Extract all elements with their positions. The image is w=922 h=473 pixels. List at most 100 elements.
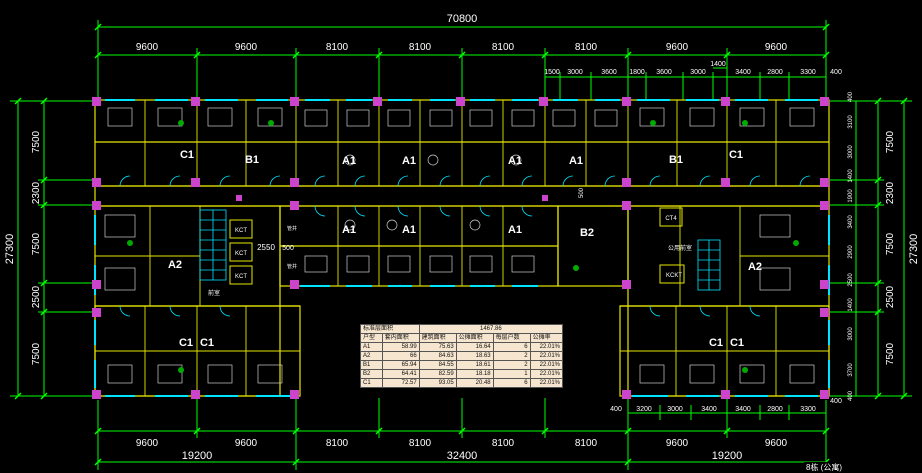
dim-right-detail: 1900 — [848, 189, 854, 203]
dim-bottom-detail: 3400 — [701, 406, 717, 413]
dimension-ticks — [14, 23, 908, 466]
dim-top-1400: 1400 — [710, 61, 726, 68]
unit-label: A1 — [402, 155, 416, 167]
dim-overall-depth: 27300 — [4, 234, 16, 265]
stair-core-left — [199, 209, 227, 281]
dim-bottom-400: 400 — [830, 398, 842, 405]
dim-top-400: 400 — [830, 69, 842, 76]
lift-label: KCT — [235, 228, 247, 234]
dim-center-500: 500 — [282, 245, 294, 252]
dim-top-detail: 3300 — [800, 69, 816, 76]
table-row: B1 65.94 84.55 18.61 2 22.01% — [360, 360, 564, 370]
unit-label: B2 — [580, 227, 594, 239]
dim-top-span: 8100 — [409, 42, 432, 53]
room-label: 公用前室 — [668, 244, 692, 252]
table-cell: A1 — [360, 342, 383, 352]
table-cell: 18.61 — [455, 360, 494, 370]
lift-label: KCT — [235, 274, 247, 280]
unit-label: C1 — [709, 337, 723, 349]
area-table-header: 建筑面积 — [418, 333, 457, 343]
dim-bottom-span: 9600 — [666, 438, 689, 449]
dim-right-detail: 400 — [848, 390, 854, 401]
dim-top-detail: 1500 — [544, 69, 560, 76]
table-row: C1 72.57 93.05 20.48 6 22.01% — [360, 378, 564, 388]
dim-left-side: 2300 — [31, 181, 42, 204]
dim-top-detail: 3600 — [601, 69, 617, 76]
table-cell: 84.55 — [418, 360, 457, 370]
dim-center-500b: 500 — [579, 187, 585, 198]
dim-bottom-span: 8100 — [409, 438, 432, 449]
dim-top-span: 9600 — [235, 42, 258, 53]
area-table-header: 套内面积 — [381, 333, 420, 343]
dim-left-side: 7500 — [31, 130, 42, 153]
dim-right-detail: 2500 — [848, 273, 854, 287]
dim-center-2550: 2550 — [257, 243, 275, 252]
building-label: 8栋 (公寓) — [804, 462, 844, 473]
dim-right-detail: 2900 — [848, 245, 854, 259]
unit-label: A1 — [569, 155, 583, 167]
area-table-header: 公摊面积 — [455, 333, 494, 343]
stair-core-right — [697, 239, 721, 291]
table-cell: 16.64 — [455, 342, 494, 352]
table-cell: 75.63 — [418, 342, 457, 352]
core-right-label: KCKT — [666, 273, 682, 279]
dim-left-side: 7500 — [31, 342, 42, 365]
dim-right-detail: 3000 — [848, 145, 854, 159]
lift-shafts-right — [659, 207, 685, 284]
dim-top-span: 9600 — [136, 42, 159, 53]
internal-partitions — [95, 100, 829, 396]
dim-bottom-span: 9600 — [136, 438, 159, 449]
dim-top-detail: 1800 — [629, 69, 645, 76]
dim-right-detail: 3100 — [848, 115, 854, 129]
dim-bottom-span: 9600 — [235, 438, 258, 449]
unit-labels: C1 B1 A1 A1 A1 A1 B1 C1 A1 A1 A1 B2 A2 A… — [168, 149, 762, 349]
table-row: B2 64.41 82.59 18.18 1 22.01% — [360, 369, 564, 379]
dim-bottom-span: 9600 — [765, 438, 788, 449]
shaft-label: 管井 — [287, 225, 297, 232]
dim-right-detail: 1400 — [848, 298, 854, 312]
table-cell: C1 — [360, 378, 383, 388]
table-cell: A2 — [360, 351, 383, 361]
dim-bottom-detail: 400 — [610, 406, 622, 413]
unit-label: B1 — [245, 154, 259, 166]
dim-right-detail: 3700 — [848, 363, 854, 377]
dim-bottom-span: 8100 — [326, 438, 349, 449]
table-cell: 1 — [492, 369, 531, 379]
unit-label: C1 — [180, 149, 194, 161]
area-table-total: 1467.86 — [418, 324, 564, 334]
table-row: A1 58.99 75.63 16.64 6 22.01% — [360, 342, 564, 352]
unit-label: C1 — [179, 337, 193, 349]
dim-top-span: 8100 — [326, 42, 349, 53]
table-cell: B1 — [360, 360, 383, 370]
dim-bottom-span: 8100 — [575, 438, 598, 449]
table-cell: 64.41 — [381, 369, 420, 379]
dim-bottom-group: 19200 — [712, 450, 743, 462]
columns — [92, 97, 829, 399]
unit-label: A2 — [748, 261, 762, 273]
table-cell: 82.59 — [418, 369, 457, 379]
plants — [127, 120, 799, 373]
area-table-header: 公摊率 — [529, 333, 564, 343]
unit-label: B1 — [669, 154, 683, 166]
table-cell: 6 — [492, 342, 531, 352]
dim-right-side: 7500 — [885, 342, 896, 365]
table-cell: B2 — [360, 369, 383, 379]
table-cell: 22.01% — [529, 369, 564, 379]
core-labels: KCT KCT KCT 管井 管井 前室 CT4 KCKT 公用前室 — [208, 216, 692, 297]
core-right-label: CT4 — [665, 216, 677, 222]
table-cell: 72.57 — [381, 378, 420, 388]
table-cell: 2 — [492, 360, 531, 370]
area-table-title-row: 标准层面积 1467.86 — [360, 324, 564, 334]
shaft-label: 管井 — [287, 263, 297, 270]
dim-overall-depth-right: 27300 — [908, 234, 920, 265]
table-cell: 22.01% — [529, 342, 564, 352]
dimension-text: 70800 9600 9600 8100 8100 8100 8100 9600… — [4, 13, 920, 462]
area-table-header: 户型 — [360, 333, 383, 343]
dim-bottom-detail: 3400 — [735, 406, 751, 413]
table-cell: 18.63 — [455, 351, 494, 361]
dim-top-detail: 2800 — [767, 69, 783, 76]
table-cell: 58.99 — [381, 342, 420, 352]
unit-label: A1 — [508, 155, 522, 167]
unit-label: C1 — [200, 337, 214, 349]
dim-bottom-detail: 3200 — [636, 406, 652, 413]
